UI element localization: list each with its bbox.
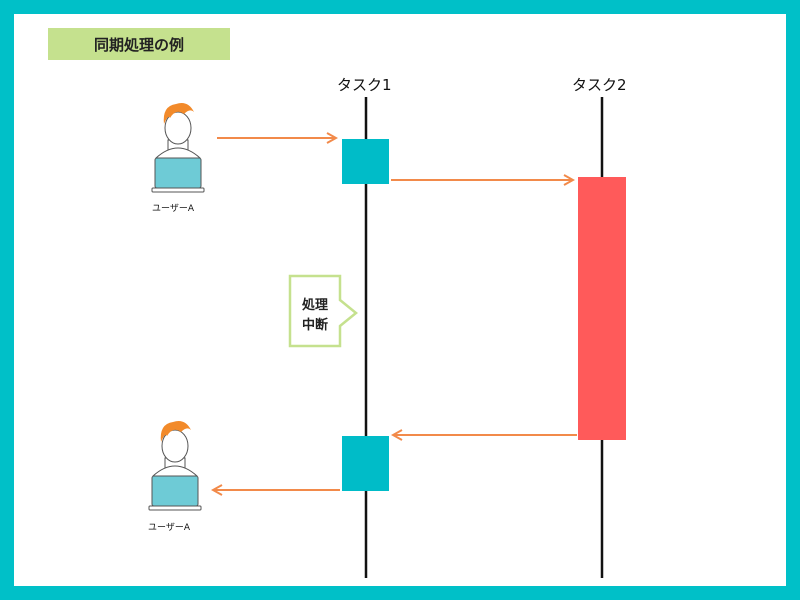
diagram-title: 同期処理の例 xyxy=(48,28,230,60)
callout-line-2: 中断 xyxy=(301,318,328,333)
lane-label-task1: タスク1 xyxy=(337,76,392,94)
callout-line-1: 処理 xyxy=(301,298,328,313)
callout-bubble xyxy=(288,274,358,348)
callout-text: 処理 中断 xyxy=(291,296,339,336)
task2-activation xyxy=(578,177,626,440)
task1-activation-bottom xyxy=(342,436,389,491)
task1-activation-top xyxy=(342,139,389,184)
user-label-bottom: ユーザーA xyxy=(148,523,190,533)
user-label-top: ユーザーA xyxy=(152,204,194,214)
person-laptop-icon xyxy=(148,421,202,511)
lane-label-task2: タスク2 xyxy=(572,76,627,94)
person-laptop-icon xyxy=(151,103,205,193)
